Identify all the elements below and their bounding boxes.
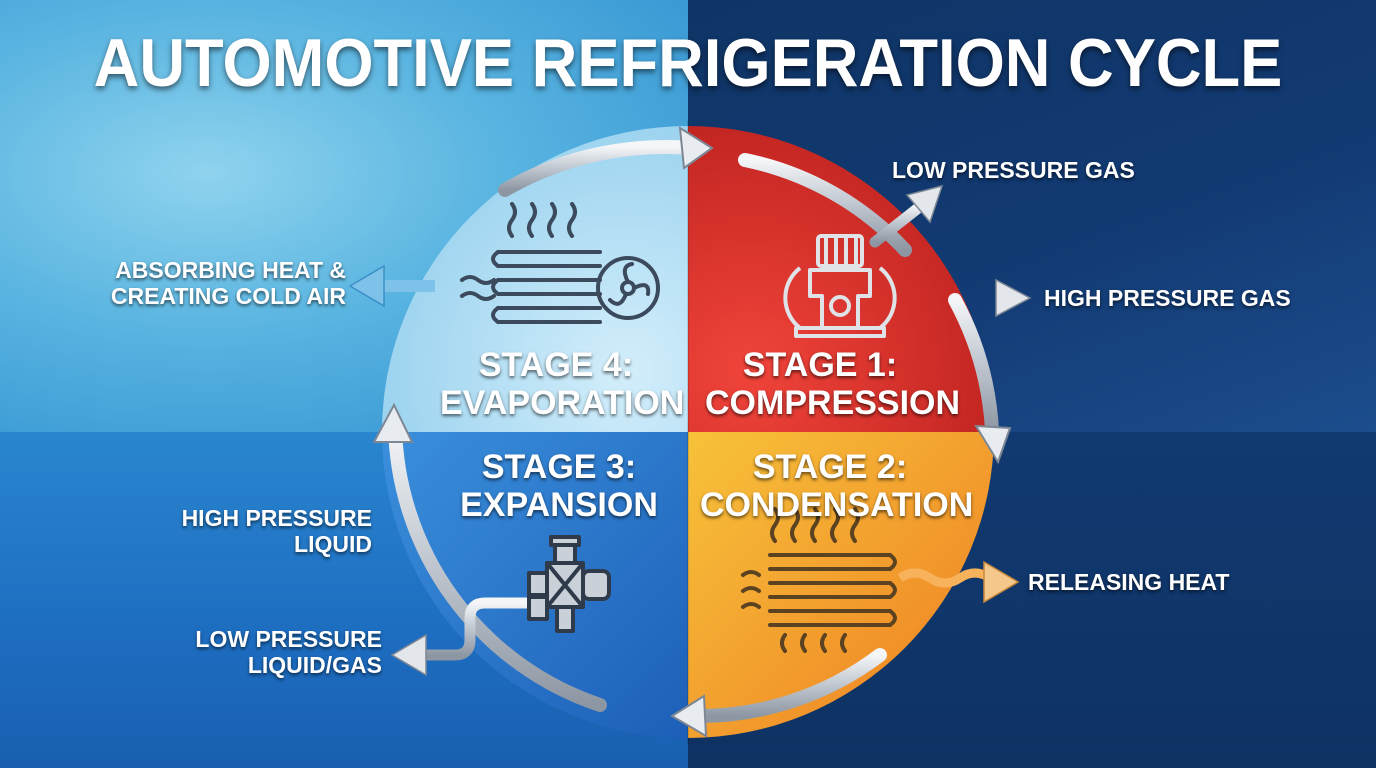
stage-1-number: STAGE 1: — [742, 346, 898, 384]
low-pressure-liquid-gas-line1: LOW PRESSURE — [195, 626, 382, 652]
expansion-valve-icon — [527, 535, 611, 633]
condenser-icon — [741, 507, 897, 653]
stage-4-number: STAGE 4: — [478, 346, 634, 384]
stage-1-name: COMPRESSION — [705, 384, 961, 423]
releasing-heat-label: RELEASING HEAT — [1028, 569, 1230, 595]
stage-2-name: CONDENSATION — [700, 486, 974, 525]
compressor-icon — [783, 234, 897, 338]
low-pressure-liquid-gas-label: LOW PRESSURE LIQUID/GAS — [160, 626, 382, 679]
evaporator-icon — [460, 202, 660, 324]
high-pressure-gas-label: HIGH PRESSURE GAS — [1044, 285, 1291, 311]
stage-2-label: STAGE 2: CONDENSATION — [700, 448, 974, 525]
high-pressure-liquid-label: HIGH PRESSURE LIQUID — [150, 505, 372, 558]
absorbing-heat-label: ABSORBING HEAT & CREATING COLD AIR — [90, 257, 346, 310]
stage-1-label: STAGE 1: COMPRESSION — [705, 346, 961, 423]
quadrant-compression — [688, 126, 994, 432]
page-title: AUTOMOTIVE REFRIGERATION CYCLE — [93, 25, 1283, 101]
stage-2-number: STAGE 2: — [752, 448, 908, 486]
high-pressure-liquid-line2: LIQUID — [294, 530, 372, 557]
stage-4-name: EVAPORATION — [440, 384, 685, 423]
stage-3-number: STAGE 3: — [481, 448, 637, 486]
low-pressure-gas-label: LOW PRESSURE GAS — [892, 157, 1135, 183]
low-pressure-liquid-gas-line2: LIQUID/GAS — [247, 651, 382, 678]
cycle-arrowheads — [372, 126, 1012, 738]
high-pressure-liquid-line1: HIGH PRESSURE — [181, 505, 372, 531]
stage-3-name: EXPANSION — [460, 486, 658, 525]
stage-4-label: STAGE 4: EVAPORATION — [440, 346, 685, 423]
stage-3-label: STAGE 3: EXPANSION — [448, 448, 670, 524]
side-arrows — [335, 184, 1032, 677]
absorbing-heat-line2: CREATING COLD AIR — [110, 282, 346, 309]
absorbing-heat-line1: ABSORBING HEAT & — [115, 257, 346, 283]
